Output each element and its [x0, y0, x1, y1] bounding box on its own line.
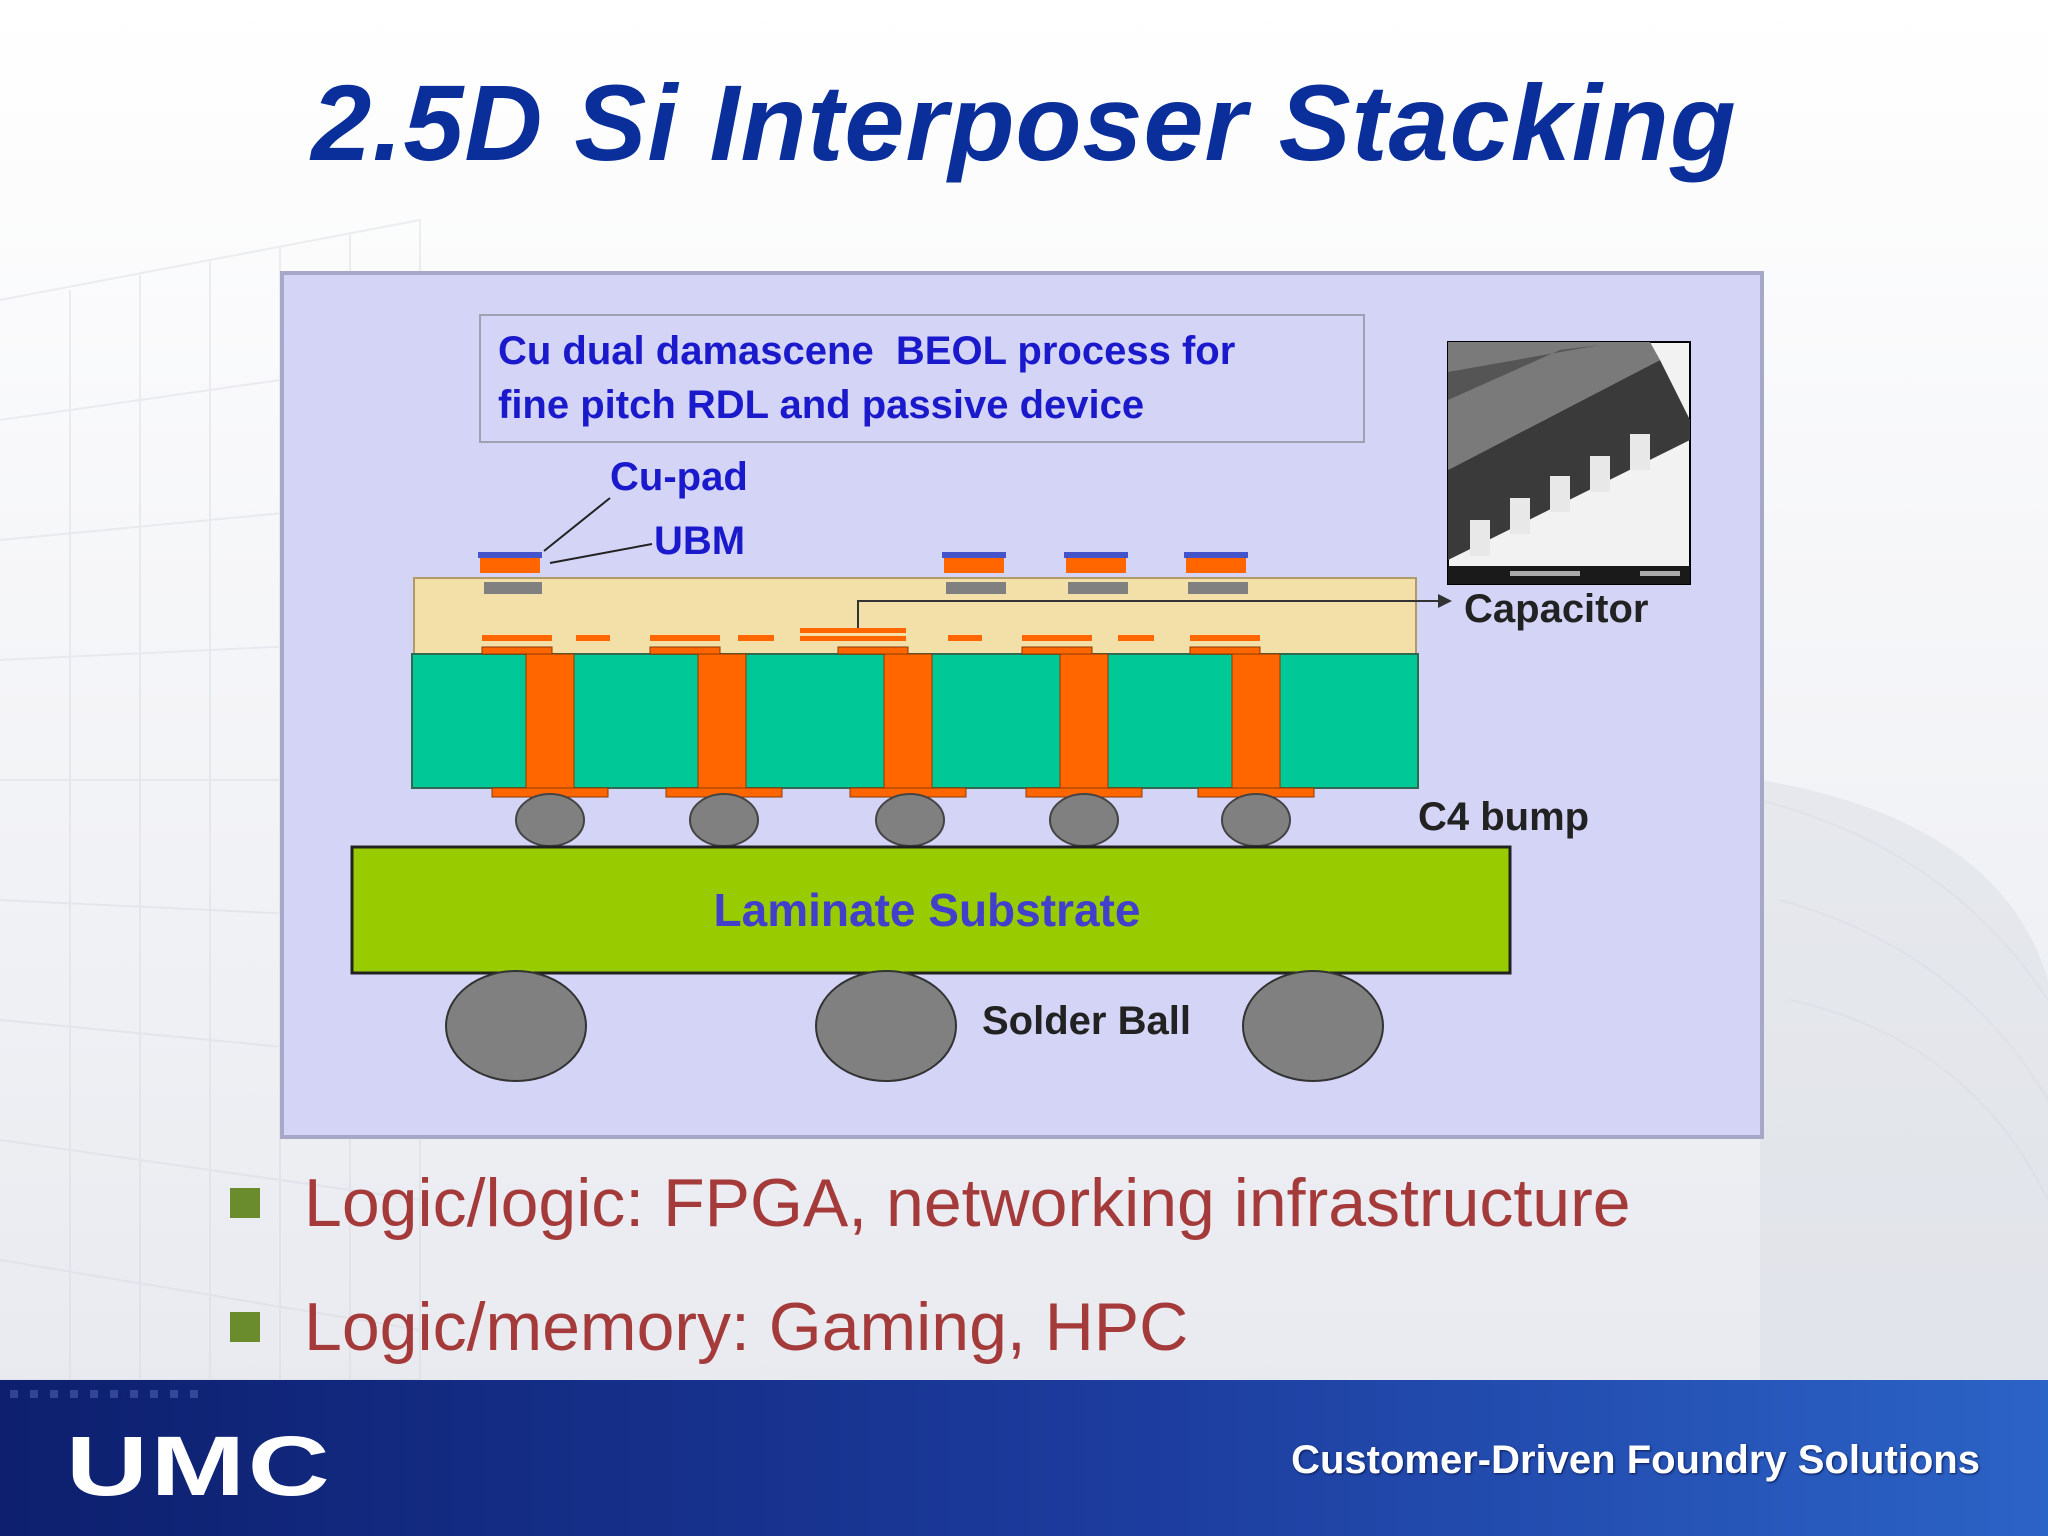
rdl-traces: [482, 635, 1260, 641]
tsv-columns: [481, 646, 1315, 798]
slide-title: 2.5D Si Interposer Stacking: [311, 62, 1737, 183]
callout-text-line2: fine pitch RDL and passive device: [498, 383, 1144, 427]
top-pad-2: [942, 552, 1006, 594]
capacitor-pointer-arrow: [1438, 594, 1452, 608]
top-pad-1: [478, 552, 542, 594]
capacitor-label: Capacitor: [1464, 587, 1649, 631]
bullet-item: Logic/logic: FPGA, networking infrastruc…: [230, 1158, 1631, 1248]
ubm-leader: [549, 543, 653, 564]
top-pad-4: [1184, 552, 1248, 594]
bullet-text: Logic/logic: FPGA, networking infrastruc…: [304, 1165, 1631, 1241]
cu-pad-label: Cu-pad: [610, 455, 748, 499]
cu-pad-leader: [543, 497, 611, 552]
callout-text-line1: Cu dual damascene BEOL process for: [498, 329, 1235, 373]
solder-balls: [445, 970, 1384, 1082]
capacitor-pointer-line: [857, 600, 1440, 630]
footer-tagline: Customer-Driven Foundry Solutions: [1291, 1438, 1980, 1482]
c4-bump-label: C4 bump: [1418, 795, 1589, 839]
bullet-text: Logic/memory: Gaming, HPC: [304, 1289, 1189, 1365]
laminate-substrate: [350, 845, 1512, 975]
solder-ball-label: Solder Ball: [982, 999, 1191, 1043]
callout-box: [479, 314, 1365, 443]
embedded-capacitor: [800, 636, 906, 641]
bullet-square-icon: [230, 1312, 260, 1342]
bullet-item: Logic/memory: Gaming, HPC: [230, 1282, 1188, 1372]
substrate-label: Laminate Substrate: [714, 884, 1141, 936]
bullet-square-icon: [230, 1188, 260, 1218]
umc-logo: UMC: [66, 1419, 333, 1513]
embedded-capacitor: [800, 628, 906, 633]
beol-rdl-layer: [413, 577, 1417, 659]
c4-bumps: [515, 793, 1291, 847]
ubm-label: UBM: [654, 519, 745, 563]
capacitor-tem-image: [1447, 341, 1691, 585]
top-pad-3: [1064, 552, 1128, 594]
